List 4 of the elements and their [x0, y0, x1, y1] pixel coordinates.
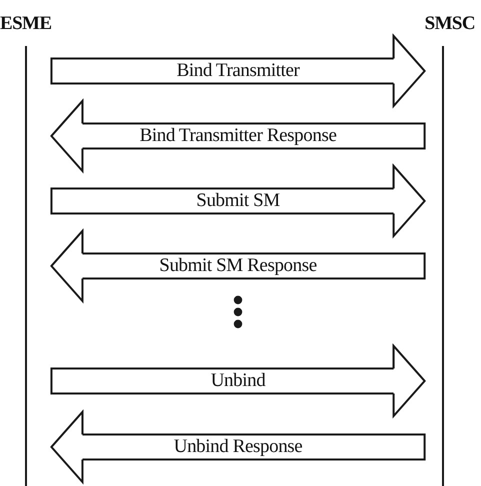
participant-name: SMSC [424, 13, 475, 35]
edge-label: Bind Transmitter Response [138, 126, 338, 146]
participant-name: ESME [0, 13, 52, 35]
edge-label: Unbind Response [172, 437, 304, 457]
